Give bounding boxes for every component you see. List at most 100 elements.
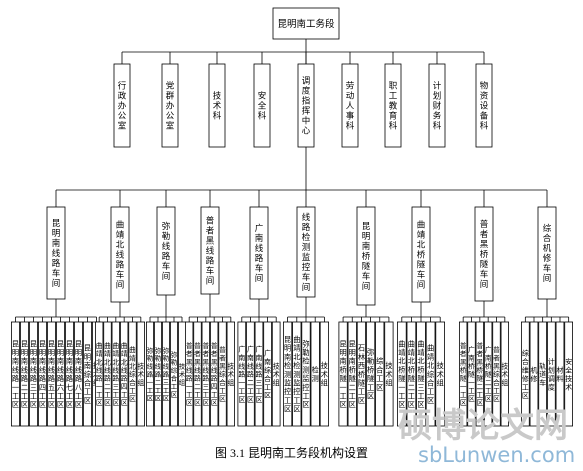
workshop-label: 广南线路车间 — [255, 223, 264, 283]
team-label: 曲靖北桥隧一工区 — [398, 339, 405, 409]
dept-box — [208, 63, 226, 148]
workshop-label: 昆明南线路车间 — [52, 218, 61, 288]
team-box — [538, 321, 548, 427]
workshop-label: 线路检测监控车间 — [302, 212, 311, 292]
team-label: 技术组 — [437, 361, 444, 387]
team-box — [384, 321, 394, 427]
workshop-label: 弥勒线路车间 — [162, 221, 171, 281]
team-label: 昆明南检测监控工区 — [284, 335, 291, 414]
team-label: 安全技术 — [565, 357, 572, 391]
team-label: 昆明南综合工区 — [84, 344, 91, 405]
team-box — [74, 321, 84, 427]
team-label: 昆明南线路七工区 — [66, 339, 73, 409]
dept-box — [113, 63, 131, 148]
dept-box — [297, 63, 315, 148]
workshop-box — [156, 206, 176, 296]
team-label: 昆明南桥隧二工区 — [349, 339, 356, 409]
team-label: 技术组 — [321, 361, 328, 387]
team-box — [529, 321, 539, 427]
team-box — [237, 321, 247, 427]
team-box — [201, 321, 210, 427]
team-label: 综合维修工区 — [522, 349, 529, 400]
team-label: 曲靖北线路一工区 — [96, 341, 103, 407]
team-box — [83, 321, 93, 427]
team-label: 曲靖北桥隧二工区 — [408, 339, 415, 409]
team-box — [338, 321, 348, 427]
dept-label: 行政办公室 — [118, 81, 127, 131]
team-label: 曲靖北线路四工区 — [121, 341, 128, 407]
team-box — [218, 321, 227, 427]
team-box — [416, 321, 426, 427]
workshop-label: 普者黑桥隧车间 — [480, 219, 489, 289]
team-label: 曲靖北线路三工区 — [113, 341, 120, 407]
team-box — [193, 321, 202, 427]
team-label: 弥勒桥隧工区 — [367, 348, 374, 401]
team-box — [406, 321, 417, 427]
team-box — [271, 321, 281, 427]
workshop-box — [296, 206, 316, 298]
team-label: 弥勒检测监控工区 — [302, 339, 309, 409]
dept-label: 职工教育科 — [389, 81, 398, 131]
team-box — [103, 321, 112, 427]
team-label: 广南线路三工区 — [256, 345, 263, 404]
figure-caption: 图 3.1 昆明南工务段机构设置 — [215, 445, 368, 460]
team-box — [184, 321, 194, 427]
workshop-box — [200, 206, 220, 295]
team-box — [263, 321, 272, 427]
team-label: 技术组 — [385, 361, 392, 387]
team-box — [425, 321, 436, 427]
workshop-label: 昆明南桥隧车间 — [362, 221, 371, 291]
team-box — [492, 321, 501, 427]
team-box — [555, 321, 565, 427]
team-label: 技术组 — [179, 362, 186, 387]
team-label: 普者黑线路三工区 — [203, 341, 210, 407]
team-label: 弥勒线路一工区 — [147, 346, 154, 402]
workshop-label: 曲靖北线路车间 — [116, 220, 125, 290]
team-label: 普者黑线路一工区 — [186, 341, 193, 407]
workshop-box — [474, 206, 494, 302]
team-label: 昆明南线路六工区 — [57, 339, 64, 409]
team-label: 轨道车 — [539, 361, 546, 387]
watermark-text: 硕博论文网 — [398, 406, 568, 446]
team-box — [153, 321, 162, 427]
dept-box — [341, 63, 359, 148]
team-box — [38, 321, 48, 427]
team-box — [396, 321, 407, 427]
team-label: 昆明南线路二工区 — [21, 339, 28, 409]
workshop-box — [46, 206, 66, 300]
team-label: 昆明南线路八工区 — [75, 339, 82, 409]
team-box — [282, 321, 293, 427]
team-box — [120, 321, 129, 427]
team-box — [365, 321, 376, 427]
team-box — [547, 321, 556, 427]
team-label: 广南桥隧一工区 — [468, 345, 475, 403]
workshop-box — [537, 206, 557, 300]
team-label: 广南桥隧二工区 — [485, 345, 492, 403]
dept-label: 劳动人事科 — [346, 81, 355, 131]
team-label: 普者黑综合工区 — [493, 345, 500, 403]
team-label: 普者黑桥隧二工区 — [477, 341, 484, 407]
team-label: 广南线路二工区 — [247, 345, 254, 404]
dept-box — [253, 63, 271, 148]
dept-label: 计划财务科 — [433, 81, 442, 131]
team-box — [475, 321, 485, 427]
team-label: 材料 — [557, 365, 564, 382]
team-box — [95, 321, 104, 427]
team-box — [500, 321, 510, 427]
team-box — [136, 321, 145, 427]
team-label: 技术组 — [228, 361, 235, 386]
dept-box — [428, 63, 446, 148]
team-label: 曲靖北桥隧三工区 — [417, 339, 424, 409]
watermark-url: sbLunwen.com — [418, 443, 575, 467]
dept-label: 技术科 — [213, 91, 222, 121]
team-box — [246, 321, 255, 427]
workshop-box — [411, 206, 431, 303]
team-label: 广南线路一工区 — [238, 345, 245, 404]
dept-label: 安全科 — [258, 91, 267, 121]
team-box — [435, 321, 445, 427]
team-box — [483, 321, 493, 427]
team-label: 曲靖北检测监控工区 — [293, 335, 300, 414]
team-box — [28, 321, 38, 427]
team-label: 曲靖北综合工区 — [427, 344, 434, 405]
